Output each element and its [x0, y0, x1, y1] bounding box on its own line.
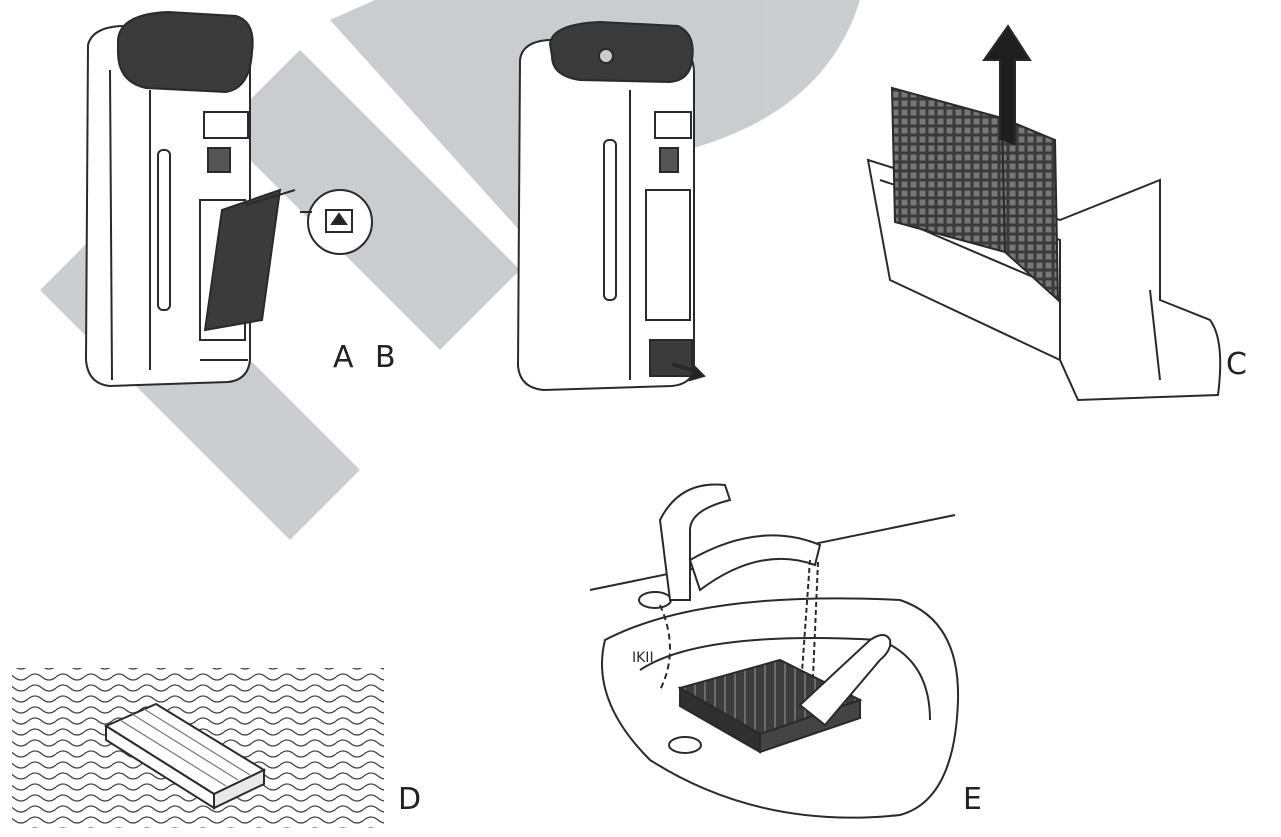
figure-a-unit-panel-open	[84, 10, 373, 388]
label-c: C	[1226, 347, 1247, 382]
figure-b-unit-tank-out	[516, 20, 706, 392]
svg-text:IKII: IKII	[632, 650, 654, 666]
figure-d-filter-soak	[12, 668, 384, 828]
figure-e-filter-rinse: IKII	[589, 483, 960, 819]
label-d: D	[398, 782, 422, 817]
label-a-b: A B	[333, 340, 402, 375]
label-e: E	[963, 782, 982, 817]
figure-c-filter-removal	[866, 24, 1222, 402]
